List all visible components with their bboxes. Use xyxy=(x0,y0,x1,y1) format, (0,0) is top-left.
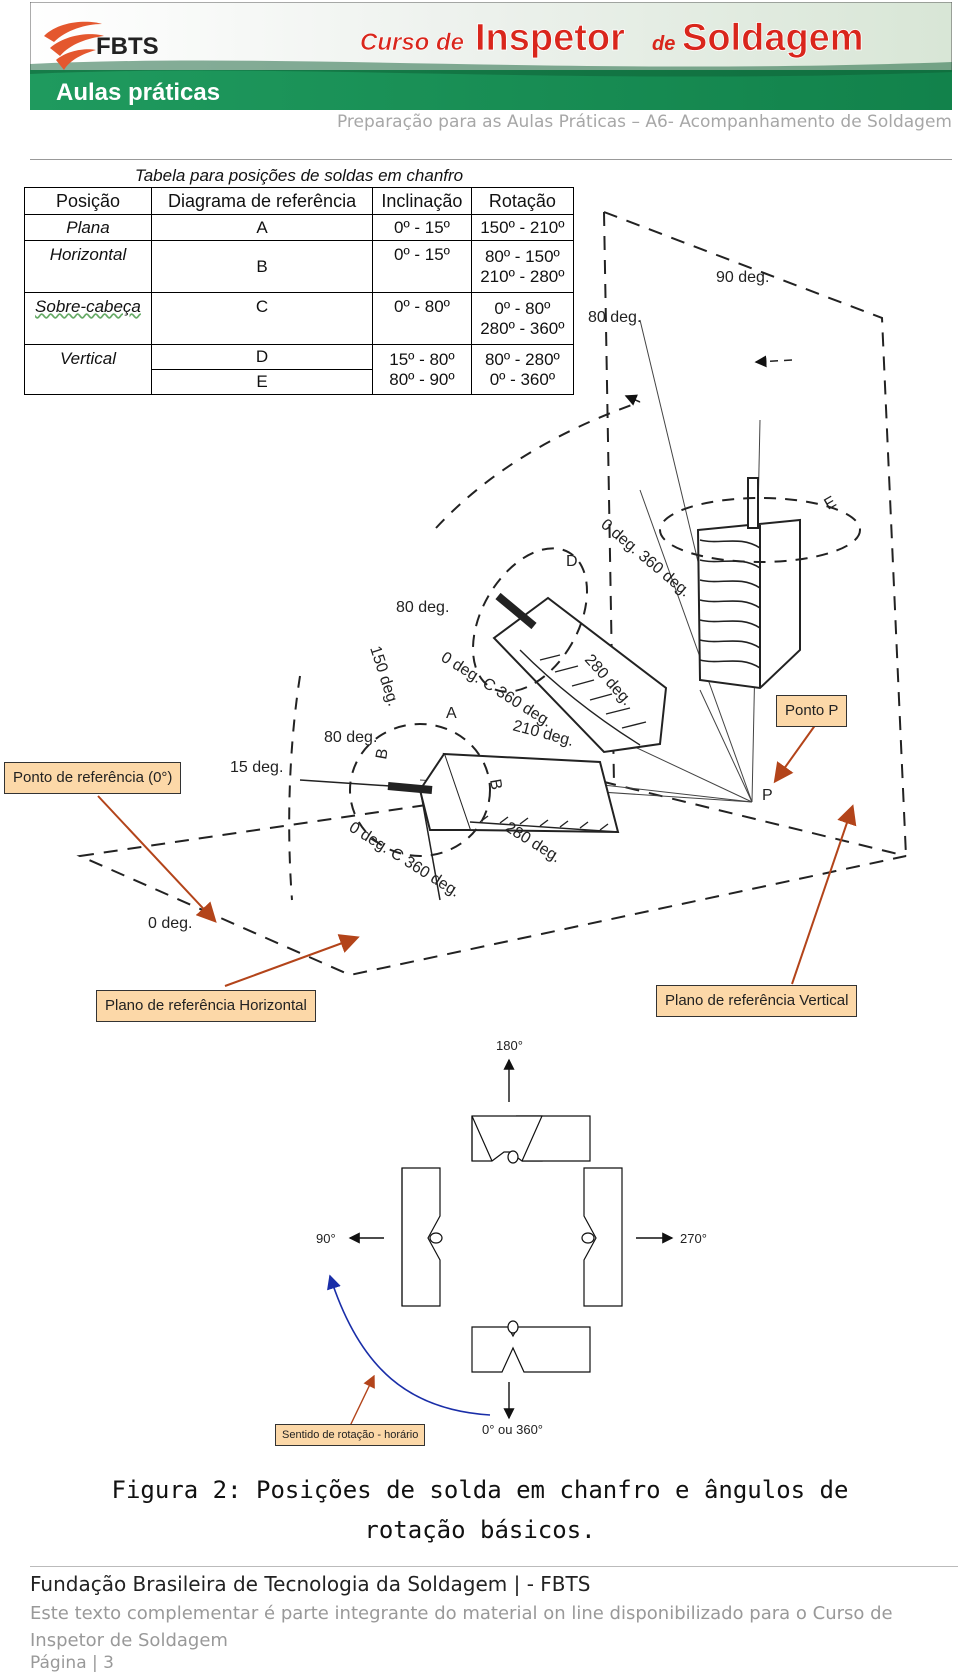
table-cell: 80º - 280º 0º - 360º xyxy=(470,344,575,395)
label-80deg-low: 80 deg. xyxy=(324,729,377,746)
label-80deg-top: 80 deg. xyxy=(588,309,641,326)
weld-positions-table: Tabela para posições de soldas em chanfr… xyxy=(24,165,575,395)
label-90: 90° xyxy=(316,1231,336,1246)
table-cell: Horizontal xyxy=(24,240,152,293)
col-header-posicao: Posição xyxy=(24,187,152,215)
rotation-line: 210º - 280º xyxy=(480,266,565,286)
label-D: D xyxy=(566,553,578,570)
table-cell: B xyxy=(150,240,374,293)
table-cell: 0º - 15º xyxy=(372,214,472,241)
table-cell: 0º - 80º 280º - 360º xyxy=(470,292,575,345)
vertical-plane xyxy=(603,211,907,857)
label-B-left: B xyxy=(373,747,392,760)
table-cell: D xyxy=(150,344,374,370)
course-de: de xyxy=(652,33,675,55)
weld-D xyxy=(472,547,668,754)
course-main: Inspetor xyxy=(475,17,625,59)
label-0deg: 0 deg. xyxy=(148,915,192,932)
joint-bottom xyxy=(471,1326,591,1373)
rotation-line: 80º - 150º xyxy=(484,246,560,266)
col-header-rotacao: Rotação xyxy=(470,187,575,215)
weld-position-diagram: 90 deg. 80 deg. E 0 deg. 360 deg. D 80 d… xyxy=(76,211,907,987)
rotation-line: 80º - 280º xyxy=(484,349,560,369)
section-title: Aulas práticas xyxy=(56,79,220,106)
rotation-line: 0º - 80º xyxy=(494,298,551,318)
label-180: 180° xyxy=(496,1038,523,1053)
callout-ponto-p: Ponto P xyxy=(776,695,848,727)
rotation-direction-arrow xyxy=(327,1274,491,1416)
label-0deg-C-360deg-low: 0 deg. C 360 deg. xyxy=(346,819,463,901)
fbts-logo-icon xyxy=(44,21,104,70)
inclination-line: 80º - 90º xyxy=(389,369,455,389)
joint-left xyxy=(401,1167,441,1307)
rotation-line: 280º - 360º xyxy=(480,318,565,338)
table-caption: Tabela para posições de soldas em chanfr… xyxy=(134,166,464,185)
table-cell: C xyxy=(150,292,374,345)
label-0deg-360deg-E: 0 deg. 360 deg. xyxy=(597,516,693,601)
inclination-line: 15º - 80º xyxy=(389,349,455,369)
table-cell: Plana xyxy=(24,214,152,241)
table-cell: 15º - 80º 80º - 90º xyxy=(372,344,472,395)
label-270: 270° xyxy=(680,1231,707,1246)
page-subtitle: Preparação para as Aulas Práticas – A6- … xyxy=(336,112,952,132)
figure-caption: Figura 2: Posições de solda em chanfro e… xyxy=(111,1476,849,1544)
rotation-angle-diagram: 180° 90° 270° 0° ou 360° xyxy=(316,1038,707,1437)
callout-ponto-referencia: Ponto de referência (0°) xyxy=(4,762,182,794)
table-cell: Sobre-cabeça xyxy=(24,292,152,345)
joint-right xyxy=(583,1167,623,1307)
course-prefix: Curso de xyxy=(360,29,464,56)
weld-A xyxy=(299,723,620,901)
label-0-ou-360: 0° ou 360° xyxy=(482,1422,543,1437)
logo-text: FBTS xyxy=(96,33,159,60)
label-15deg: 15 deg. xyxy=(230,759,283,776)
label-90deg: 90 deg. xyxy=(716,269,769,286)
label-80deg-mid: 80 deg. xyxy=(396,599,449,616)
table-cell: 0º - 80º xyxy=(372,292,472,345)
course-end: Soldagem xyxy=(682,17,864,59)
course-banner: FBTS Curso de Inspetor de Soldagem Aulas… xyxy=(30,2,952,110)
page-number: Página | 3 xyxy=(30,1653,114,1673)
rotation-line: 0º - 360º xyxy=(489,369,556,389)
label-P: P xyxy=(762,787,773,804)
footer-divider xyxy=(30,1566,958,1567)
label-A: A xyxy=(446,705,457,722)
footer-organization: Fundação Brasileira de Tecnologia da Sol… xyxy=(30,1572,591,1596)
col-header-inclinacao: Inclinação xyxy=(372,187,472,215)
label-B-right: B xyxy=(486,778,505,791)
table-cell: 150º - 210º xyxy=(470,214,575,241)
weld-E xyxy=(659,477,861,690)
table-cell: E xyxy=(150,369,374,395)
footer-note: Este texto complementar é parte integran… xyxy=(30,1603,893,1651)
table-cell: 80º - 150º 210º - 280º xyxy=(470,240,575,293)
callout-plano-vertical: Plano de referência Vertical xyxy=(656,985,858,1017)
table-cell: 0º - 15º xyxy=(372,240,472,293)
label-150deg: 150 deg. xyxy=(366,644,401,708)
table-cell: Vertical xyxy=(24,344,152,395)
header-divider xyxy=(30,159,952,160)
callout-plano-horizontal: Plano de referência Horizontal xyxy=(96,990,316,1022)
callout-sentido-rotacao: Sentido de rotação - horário xyxy=(275,1424,426,1446)
table-cell: A xyxy=(150,214,374,241)
col-header-diagrama: Diagrama de referência xyxy=(150,187,374,215)
